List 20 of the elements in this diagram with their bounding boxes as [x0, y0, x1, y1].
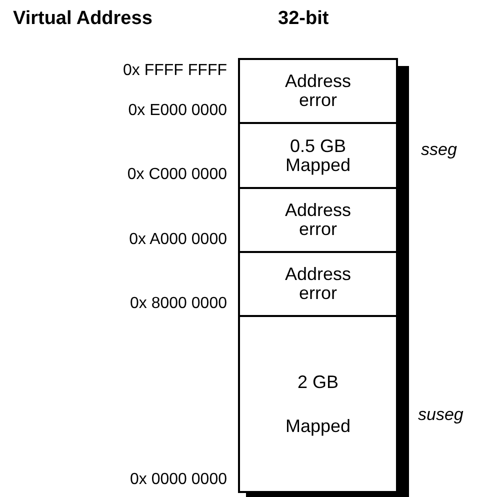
- segment-label: Address error: [284, 265, 352, 303]
- address-label: 0x 0000 0000: [130, 471, 227, 489]
- segment-label: Address error: [284, 201, 352, 239]
- column-heading: Virtual Address: [13, 8, 152, 30]
- memory-segment-box: [238, 251, 398, 317]
- segment-name: sseg: [421, 140, 457, 160]
- address-label: 0x A000 0000: [129, 231, 227, 249]
- segment-name: suseg: [418, 405, 464, 425]
- segment-label: Address error: [284, 72, 352, 110]
- address-label: 0x C000 0000: [127, 166, 227, 184]
- column-heading: 32-bit: [278, 8, 329, 30]
- memory-segment-box: [238, 58, 398, 124]
- memory-segment-box: [238, 122, 398, 189]
- segment-label: 0.5 GB Mapped: [284, 136, 352, 174]
- memory-segment-box: [238, 187, 398, 253]
- address-label: 0x 8000 0000: [130, 295, 227, 313]
- address-label: 0x FFFF FFFF: [123, 62, 227, 80]
- address-label: 0x E000 0000: [128, 102, 227, 120]
- segment-label: 2 GB Mapped: [284, 371, 352, 438]
- memory-segment-box: [238, 315, 398, 493]
